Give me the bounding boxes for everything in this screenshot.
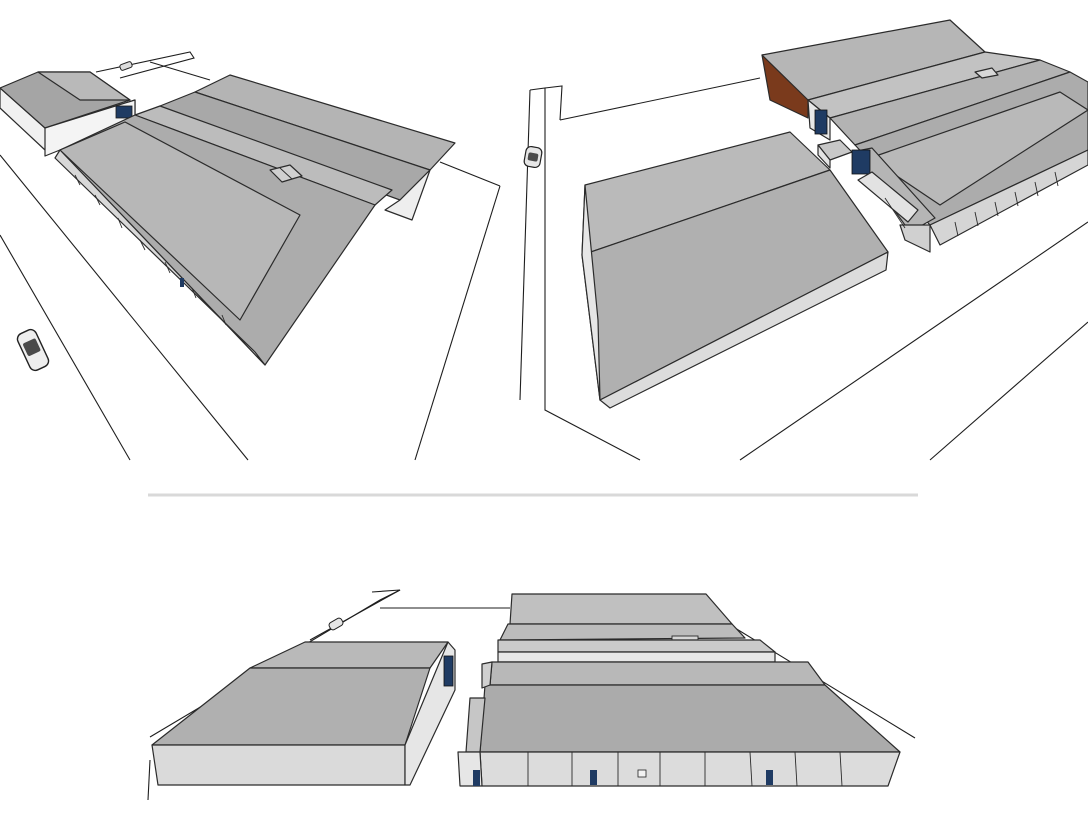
view-top-left [0, 51, 501, 461]
ground-lines [0, 51, 501, 461]
car-icon [523, 145, 543, 169]
large-hangar [581, 131, 889, 409]
wall-bays [527, 751, 843, 787]
door-blue [115, 105, 133, 119]
small-building [0, 71, 136, 157]
car-icon [119, 61, 133, 71]
window [637, 769, 647, 778]
car-icon [328, 617, 344, 631]
view-bottom [147, 589, 916, 801]
door-blue [851, 149, 871, 175]
door-blue [180, 278, 184, 287]
skylight [269, 164, 303, 183]
main-building-left-view [54, 74, 456, 366]
view-top-right [519, 19, 1088, 461]
left-block [151, 641, 456, 786]
door-blue [814, 109, 828, 135]
wall-bays [954, 171, 1059, 237]
building-cluster [761, 19, 1088, 253]
door-blue [766, 770, 773, 785]
right-complex [457, 593, 901, 787]
car-icon [16, 328, 50, 372]
door-blue [443, 655, 454, 687]
door-blue [590, 770, 597, 785]
wall-bays [74, 174, 227, 326]
ground-lines [519, 77, 1088, 461]
door-blue [473, 770, 480, 786]
